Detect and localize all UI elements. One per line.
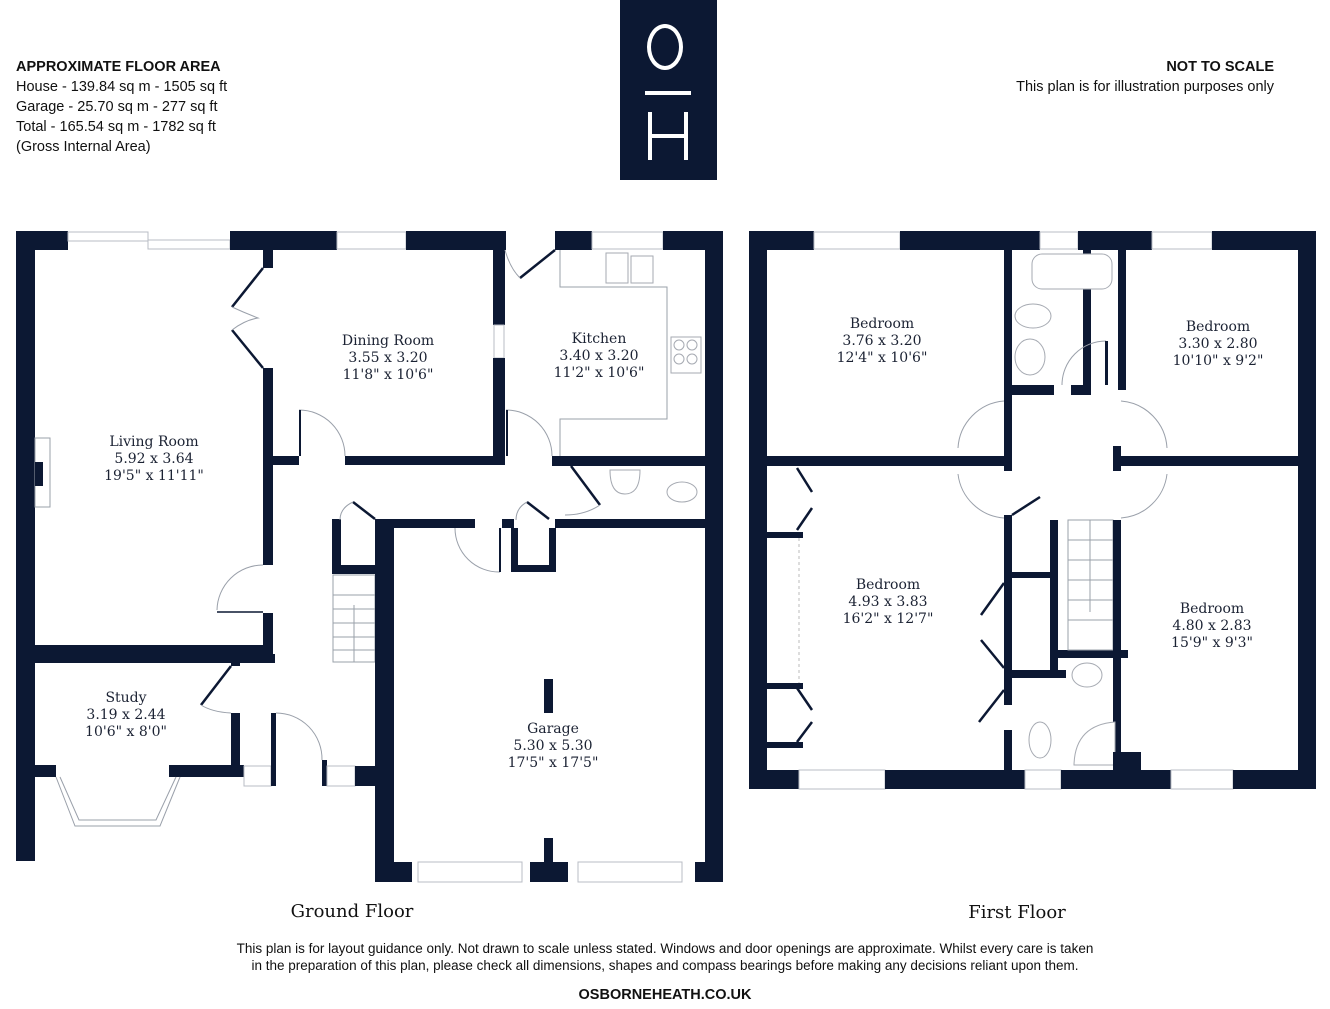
room-label-kitchen: Kitchen 3.40 x 3.20 11'2" x 10'6" xyxy=(554,331,645,381)
illustration-note: This plan is for illustration purposes o… xyxy=(1016,79,1274,95)
svg-text:19'5" x 11'11": 19'5" x 11'11" xyxy=(104,468,204,484)
room-label-garage: Garage 5.30 x 5.30 17'5" x 17'5" xyxy=(508,721,599,771)
svg-text:12'4" x 10'6": 12'4" x 10'6" xyxy=(837,350,928,366)
floor-area-title: APPROXIMATE FLOOR AREA xyxy=(16,59,221,75)
svg-text:4.93 x 3.83: 4.93 x 3.83 xyxy=(848,594,927,610)
svg-text:5.92 x 3.64: 5.92 x 3.64 xyxy=(114,451,193,467)
room-label-study: Study 3.19 x 2.44 10'6" x 8'0" xyxy=(85,690,167,740)
svg-text:16'2" x 12'7": 16'2" x 12'7" xyxy=(843,611,934,627)
svg-text:Garage: Garage xyxy=(527,721,579,737)
svg-text:11'2" x 10'6": 11'2" x 10'6" xyxy=(554,365,645,381)
total-area: Total - 165.54 sq m - 1782 sq ft xyxy=(16,119,216,135)
logo-letter-o xyxy=(647,24,683,70)
svg-text:Study: Study xyxy=(105,690,146,706)
first-floor-label: First Floor xyxy=(968,902,1066,923)
room-label-living-room: Living Room 5.92 x 3.64 19'5" x 11'11" xyxy=(104,434,204,484)
room-label-bedroom-3: Bedroom 4.93 x 3.83 16'2" x 12'7" xyxy=(843,577,934,627)
svg-text:3.55 x 3.20: 3.55 x 3.20 xyxy=(348,350,427,366)
svg-text:Bedroom: Bedroom xyxy=(856,577,920,593)
room-label-bedroom-2: Bedroom 3.30 x 2.80 10'10" x 9'2" xyxy=(1173,319,1264,369)
ground-floor-plan xyxy=(16,231,723,883)
svg-text:Living Room: Living Room xyxy=(109,434,198,450)
svg-text:10'6" x 8'0": 10'6" x 8'0" xyxy=(85,724,167,740)
svg-text:15'9" x 9'3": 15'9" x 9'3" xyxy=(1171,635,1253,651)
svg-text:Bedroom: Bedroom xyxy=(1180,601,1244,617)
room-label-bedroom-4: Bedroom 4.80 x 2.83 15'9" x 9'3" xyxy=(1171,601,1253,651)
disclaimer: This plan is for layout guidance only. N… xyxy=(0,940,1330,974)
disclaimer-line-2: in the preparation of this plan, please … xyxy=(251,958,1079,973)
svg-text:10'10" x 9'2": 10'10" x 9'2" xyxy=(1173,353,1264,369)
svg-text:3.19 x 2.44: 3.19 x 2.44 xyxy=(86,707,165,723)
logo-letter-h xyxy=(648,112,688,160)
room-label-dining-room: Dining Room 3.55 x 3.20 11'8" x 10'6" xyxy=(342,333,434,383)
garage-area: Garage - 25.70 sq m - 277 sq ft xyxy=(16,99,218,115)
website-link[interactable]: OSBORNEHEATH.CO.UK xyxy=(578,987,752,1003)
house-area: House - 139.84 sq m - 1505 sq ft xyxy=(16,79,228,95)
svg-text:Bedroom: Bedroom xyxy=(850,316,914,332)
svg-text:Bedroom: Bedroom xyxy=(1186,319,1250,335)
first-floor-plan xyxy=(749,231,1316,790)
svg-text:3.76 x 3.20: 3.76 x 3.20 xyxy=(842,333,921,349)
svg-text:3.40 x 3.20: 3.40 x 3.20 xyxy=(559,348,638,364)
gross-internal-note: (Gross Internal Area) xyxy=(16,139,151,155)
svg-text:5.30 x 5.30: 5.30 x 5.30 xyxy=(513,738,592,754)
disclaimer-line-1: This plan is for layout guidance only. N… xyxy=(236,941,1094,956)
not-to-scale-title: NOT TO SCALE xyxy=(1166,59,1274,75)
floor-area-summary: APPROXIMATE FLOOR AREA House - 139.84 sq… xyxy=(16,57,227,157)
ground-floor-label: Ground Floor xyxy=(291,901,414,922)
svg-text:11'8" x 10'6": 11'8" x 10'6" xyxy=(343,367,434,383)
scale-note: NOT TO SCALE This plan is for illustrati… xyxy=(1016,57,1274,97)
room-label-bedroom-1: Bedroom 3.76 x 3.20 12'4" x 10'6" xyxy=(837,316,928,366)
svg-text:Dining Room: Dining Room xyxy=(342,333,434,349)
osborne-heath-logo xyxy=(620,0,717,180)
svg-text:Kitchen: Kitchen xyxy=(572,331,627,347)
svg-text:4.80 x 2.83: 4.80 x 2.83 xyxy=(1172,618,1251,634)
svg-text:17'5" x 17'5": 17'5" x 17'5" xyxy=(508,755,599,771)
logo-divider xyxy=(645,91,691,95)
svg-text:3.30 x 2.80: 3.30 x 2.80 xyxy=(1178,336,1257,352)
